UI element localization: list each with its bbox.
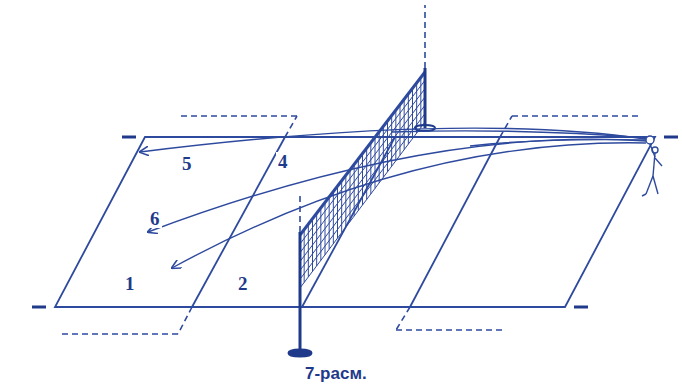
zone-number: 2 (236, 274, 250, 293)
attack-line (410, 137, 500, 307)
trajectory-number: 5 (180, 154, 194, 173)
net-posts (289, 68, 435, 356)
trajectory-number: 6 (148, 209, 162, 228)
ball-trajectories (140, 128, 646, 268)
player-figure (642, 136, 662, 196)
figure-caption: 7-расм. (305, 365, 367, 382)
trajectory-number: 1 (123, 274, 137, 293)
zone-number: 4 (276, 152, 290, 171)
net (300, 72, 425, 288)
attack-line (192, 137, 285, 307)
